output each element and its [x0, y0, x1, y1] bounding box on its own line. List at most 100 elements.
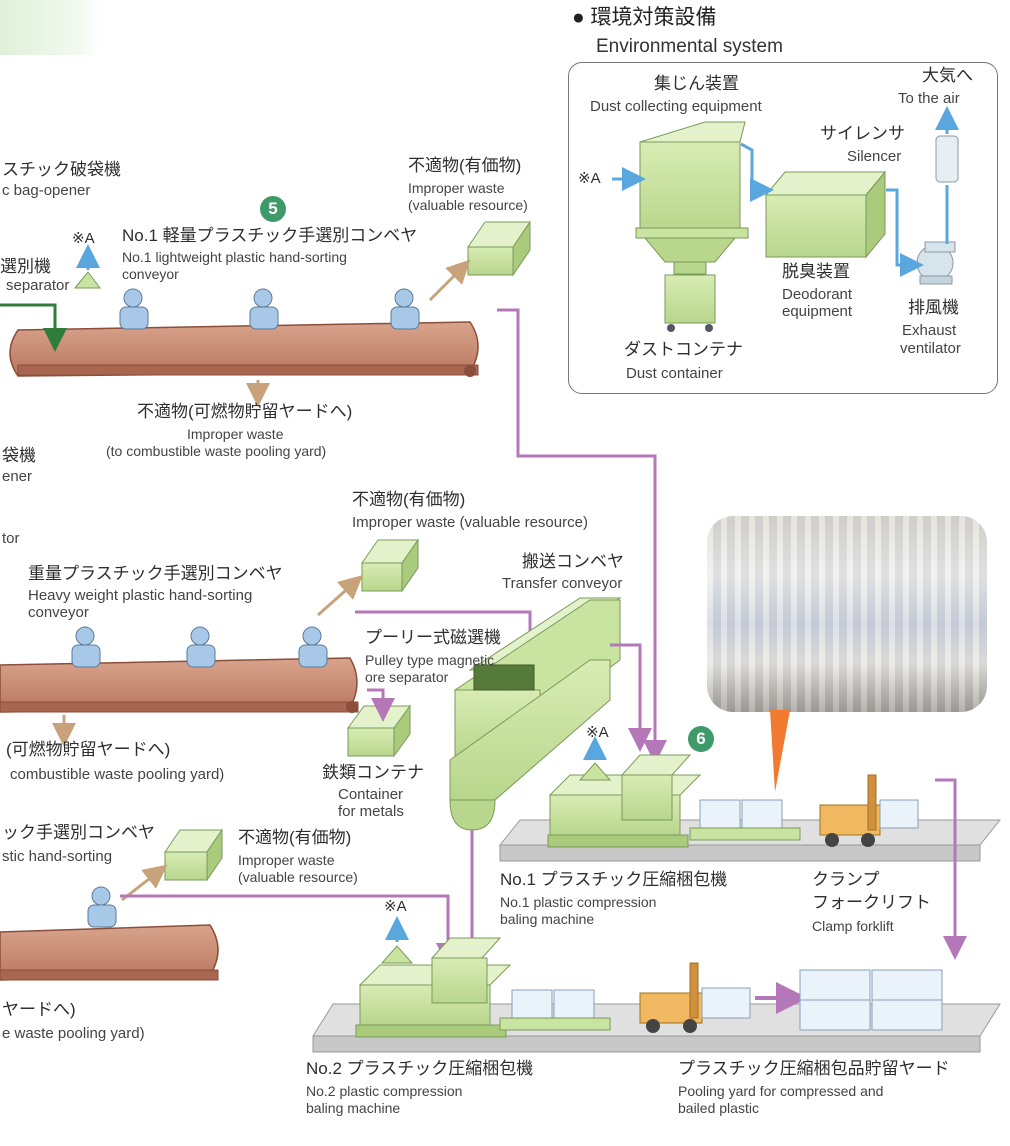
- worker-icon: [87, 886, 117, 928]
- bottom-conveyor-label-jp: ック手選別コンベヤ: [2, 823, 155, 842]
- exhaust-ventilator-icon: [916, 241, 956, 285]
- bottom-improper-label-jp: 不適物(有価物): [238, 828, 352, 847]
- baled-plastic-photo: [707, 516, 987, 712]
- purple-flow-transfer: [610, 643, 652, 752]
- dust-container-label-en: Dust container: [626, 365, 723, 382]
- no1-baling-machine: [547, 736, 702, 848]
- transfer-conveyor-label-en: Transfer conveyor: [502, 575, 623, 592]
- no2-baler-label-en2: baling machine: [306, 1100, 401, 1116]
- deodorant-label-jp: 脱臭装置: [782, 262, 850, 281]
- step-badge-6: 6: [688, 726, 714, 752]
- pulley-separator-label-en2: ore separator: [365, 669, 449, 685]
- pooling-yard-label-en1: Pooling yard for compressed and: [678, 1083, 884, 1099]
- worker-icon: [249, 288, 279, 330]
- metal-container-label-jp: 鉄類コンテナ: [322, 763, 424, 782]
- top-combustible-label-jp: 不適物(可燃物貯留ヤードへ): [137, 402, 353, 421]
- metal-container-label-en1: Container: [338, 786, 404, 803]
- worker-icon: [390, 288, 420, 330]
- pulley-separator-label-en1: Pulley type magnetic: [365, 652, 495, 668]
- env-title-jp: ● 環境対策設備: [572, 6, 717, 29]
- mid-mark-a: ※A: [586, 724, 609, 741]
- corner-decoration: [0, 0, 100, 55]
- top-improper-box: [467, 220, 531, 277]
- top-improper-label-en1: Improper waste: [408, 180, 505, 196]
- bottom-improper-label-en1: Improper waste: [238, 852, 335, 868]
- bag-opener-label-jp: スチック破袋機: [2, 160, 121, 179]
- no1-lightweight-conveyor: [9, 321, 479, 377]
- separator-label-jp: 選別機: [0, 257, 51, 276]
- bottom-conveyor-label-en: stic hand-sorting: [2, 848, 113, 865]
- purple-flow-4: [120, 894, 460, 967]
- silencer-label-en: Silencer: [847, 148, 902, 165]
- left-fragment-en: ener: [2, 468, 33, 485]
- no2-baler-label-en1: No.2 plastic compression: [306, 1083, 463, 1099]
- no1-clamp-forklift: [819, 774, 919, 847]
- mid-improper-box: [361, 538, 419, 593]
- bottom-improper-box: [164, 828, 223, 882]
- clamp-forklift-label-jp2: フォークリフト: [812, 893, 931, 912]
- worker-icon: [119, 288, 149, 330]
- top-mark-a-pyramid: [73, 244, 101, 289]
- deodorant-label-en2: equipment: [782, 303, 853, 320]
- exhaust-label-en2: ventilator: [900, 340, 961, 357]
- pooling-yard-label-en2: bailed plastic: [678, 1100, 759, 1116]
- no1-conveyor-label-en1: No.1 lightweight plastic hand-sorting: [122, 249, 347, 265]
- bottom-yard-label-jp: ヤードへ): [2, 1000, 76, 1019]
- separator-label-en: separator: [6, 277, 70, 294]
- no2-baler-label-jp: No.2 プラスチック圧縮梱包機: [306, 1059, 534, 1078]
- bag-opener-label-en: c bag-opener: [2, 182, 91, 199]
- air-flow-lines: [612, 106, 959, 277]
- mid-improper-label-jp: 不適物(有価物): [352, 490, 466, 509]
- no2-forklift: [639, 962, 751, 1033]
- step-badge-5: 5: [260, 196, 286, 222]
- metal-container-icon: [347, 704, 411, 758]
- no1-baler-label-en1: No.1 plastic compression: [500, 894, 657, 910]
- top-improper-label-jp: 不適物(有価物): [408, 156, 522, 175]
- dust-collector: [635, 121, 749, 275]
- deodorant-label-en1: Deodorant: [782, 286, 853, 303]
- env-title-en: Environmental system: [596, 36, 783, 57]
- no1-baler-label-en2: baling machine: [500, 911, 595, 927]
- metal-container-label-en2: for metals: [338, 803, 404, 820]
- mid-combustible-label-en: combustible waste pooling yard): [10, 766, 225, 783]
- pooling-yard-label-jp: プラスチック圧縮梱包品貯留ヤード: [678, 1059, 950, 1078]
- heavy-conveyor-label-en1: Heavy weight plastic hand-sorting: [28, 587, 253, 604]
- air-label-en: To the air: [898, 90, 960, 107]
- tan-arrow-mid-improper: [317, 575, 363, 617]
- worker-icon: [71, 626, 101, 668]
- heavy-conveyor-label-en2: conveyor: [28, 604, 89, 621]
- no1-conveyor-label-jp: No.1 軽量プラスチック手選別コンベヤ: [122, 226, 418, 245]
- silencer-label-jp: サイレンサ: [820, 124, 905, 143]
- no1-baler-label-jp: No.1 プラスチック圧縮梱包機: [500, 870, 728, 889]
- clamp-forklift-label-en: Clamp forklift: [812, 918, 894, 934]
- top-combustible-label-en2: (to combustible waste pooling yard): [106, 443, 327, 459]
- top-combustible-label-en1: Improper waste: [187, 426, 284, 442]
- air-label-jp: 大気へ: [922, 66, 973, 85]
- exhaust-label-jp: 排風機: [908, 298, 959, 317]
- worker-icon: [186, 626, 216, 668]
- dust-container-icon: [664, 274, 716, 332]
- worker-icon: [298, 626, 328, 668]
- no2-baling-machine: [355, 916, 512, 1038]
- pooling-yard-bales: [799, 969, 943, 1031]
- bottom-yard-label-en: e waste pooling yard): [2, 1025, 145, 1042]
- env-mark-a: ※A: [578, 170, 601, 187]
- bottom-improper-label-en2: (valuable resource): [238, 869, 358, 885]
- exhaust-label-en1: Exhaust: [902, 322, 957, 339]
- transfer-conveyor-label-jp: 搬送コンベヤ: [522, 552, 624, 571]
- purple-flow-metals: [367, 688, 395, 722]
- tan-arrow-top-improper: [428, 259, 471, 302]
- mid-left-fragment: tor: [2, 530, 20, 547]
- purple-flow-1: [497, 308, 667, 764]
- left-fragment-jp: 袋機: [2, 446, 36, 465]
- dust-container-label-jp: ダストコンテナ: [624, 340, 743, 359]
- pulley-separator-label-jp: プーリー式磁選機: [365, 628, 501, 647]
- dust-collect-label-jp: 集じん装置: [654, 74, 739, 93]
- clamp-forklift-label-jp1: クランプ: [812, 870, 880, 889]
- dust-collect-label-en: Dust collecting equipment: [590, 98, 762, 115]
- no2-bales: [499, 989, 611, 1031]
- mid-improper-label-en: Improper waste (valuable resource): [352, 514, 588, 531]
- heavy-conveyor-label-jp: 重量プラスチック手選別コンベヤ: [28, 564, 283, 583]
- no1-bales: [689, 799, 801, 841]
